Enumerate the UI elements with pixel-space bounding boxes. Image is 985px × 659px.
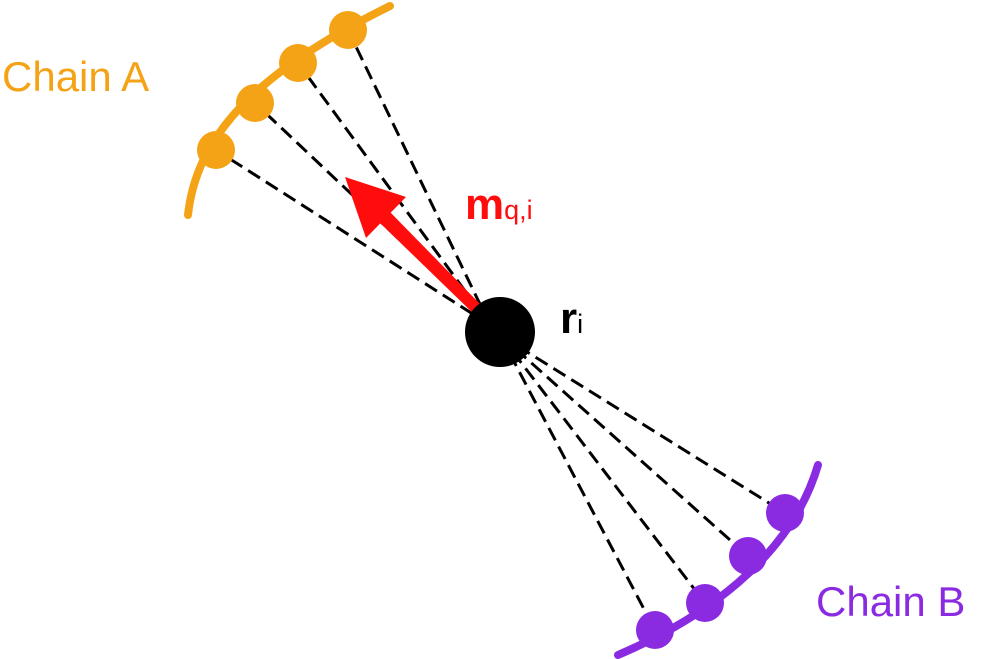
dashed-line — [215, 148, 491, 327]
bead-icon — [766, 494, 804, 532]
bead-icon — [279, 44, 317, 82]
bead-icon — [329, 11, 367, 49]
chain-a-beads — [197, 11, 367, 169]
vector-label-main: m — [465, 180, 504, 229]
vector-label: mq,i — [465, 180, 533, 229]
chain-b-label: Chain B — [816, 578, 965, 625]
vector-arrow-shaft — [380, 212, 482, 316]
dashed-line — [346, 29, 492, 326]
dashed-line — [296, 62, 492, 326]
vector-arrow-head — [345, 177, 406, 238]
bead-icon — [197, 131, 235, 169]
particle-label-main: r — [560, 294, 577, 343]
bead-icon — [686, 584, 724, 622]
dashed-line — [498, 334, 657, 631]
particle-label: ri — [560, 294, 583, 343]
bead-icon — [729, 537, 767, 575]
dashed-line — [499, 333, 749, 558]
dashed-line — [499, 333, 786, 515]
vector-label-subscript: q,i — [504, 195, 533, 225]
dashed-lines-chain-b — [498, 333, 786, 631]
bead-icon — [636, 611, 674, 649]
bead-icon — [236, 84, 274, 122]
chain-a-label: Chain A — [2, 53, 149, 100]
particle-icon — [465, 297, 535, 367]
chain-b-beads — [636, 494, 804, 649]
dashed-line — [498, 334, 707, 604]
particle-label-subscript: i — [577, 309, 583, 339]
vector-arrow-icon — [345, 177, 482, 316]
